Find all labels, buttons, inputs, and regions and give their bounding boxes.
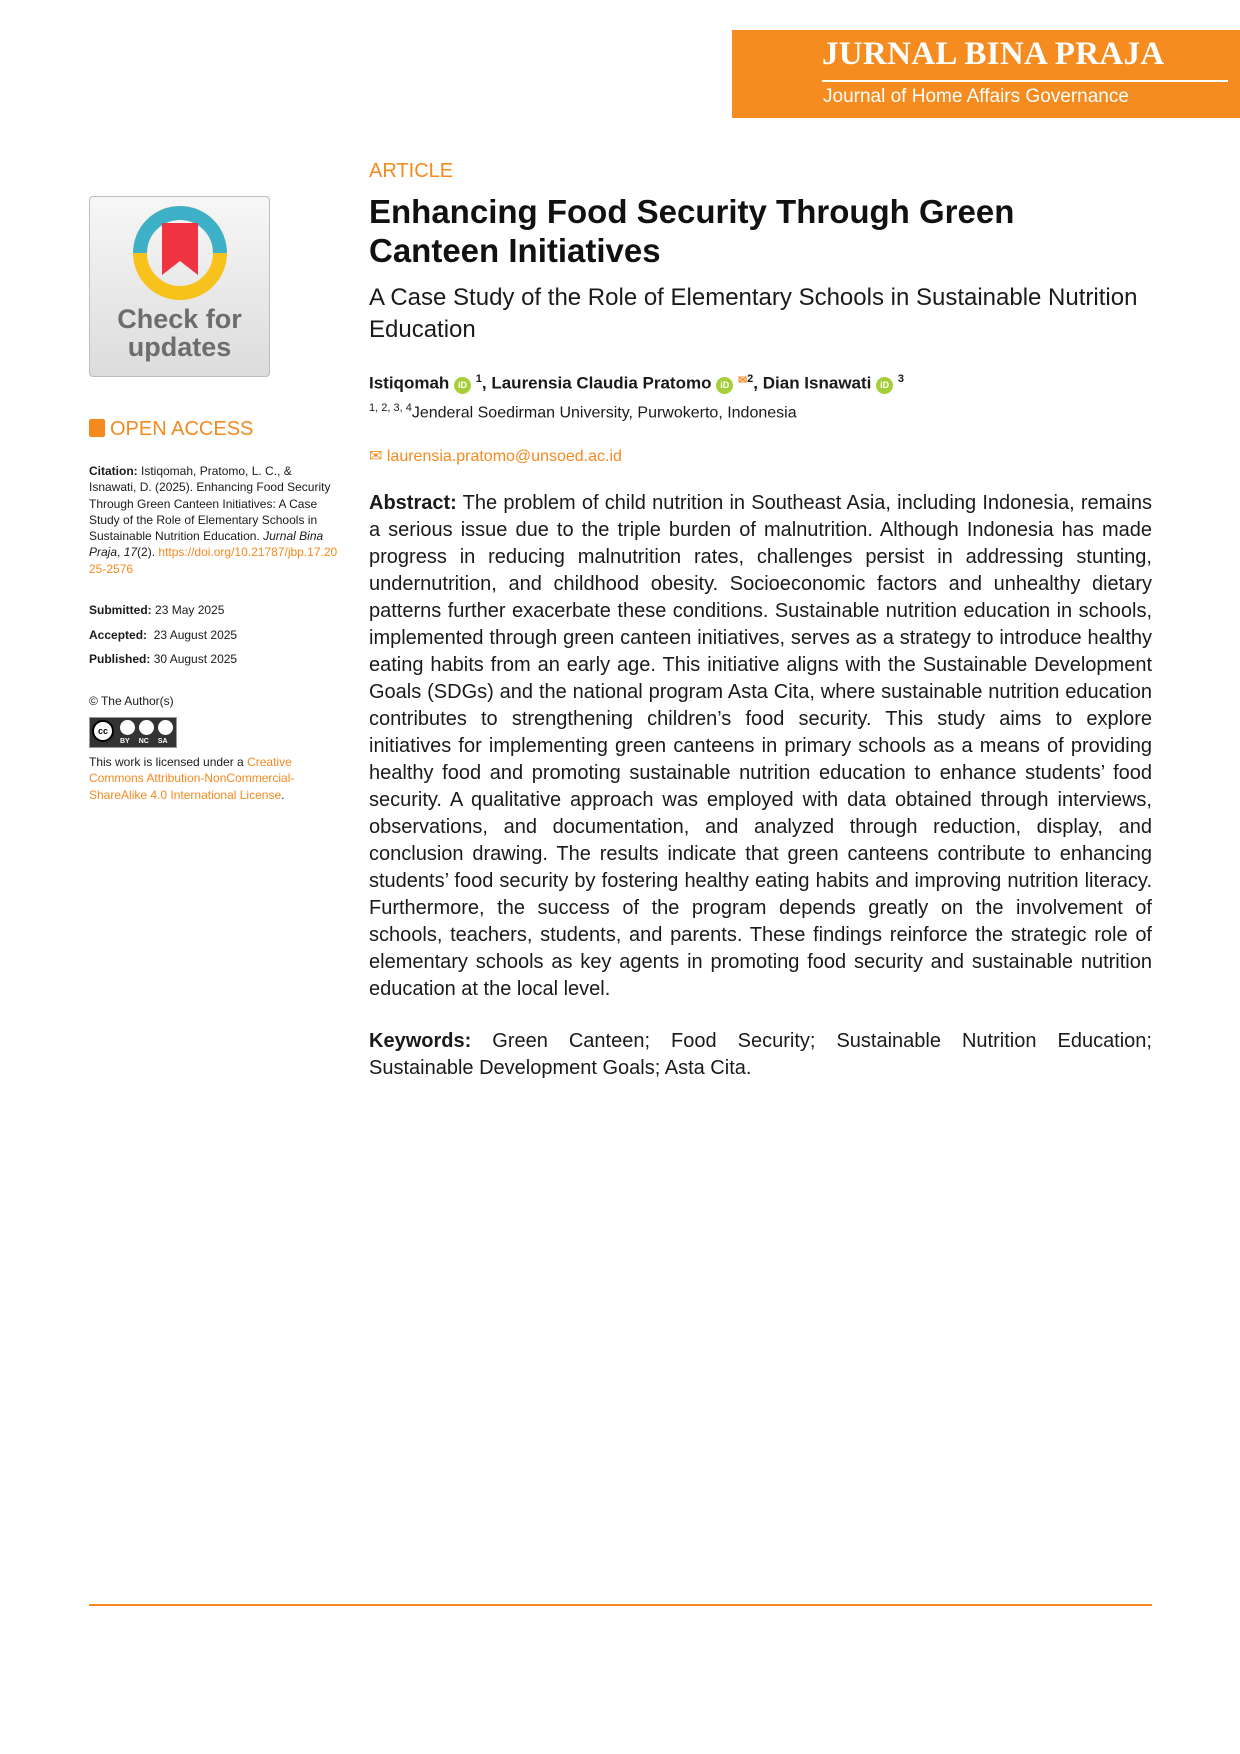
- article-title: Enhancing Food Security Through Green Ca…: [369, 193, 1015, 269]
- copyright: © The Author(s): [89, 694, 174, 708]
- journal-subtitle: Journal of Home Affairs Governance: [823, 86, 1129, 107]
- article-header: ARTICLE Enhancing Food Security Through …: [369, 158, 1152, 1082]
- submitted-date: Submitted: 23 May 2025: [89, 603, 225, 617]
- crossmark-icon: [133, 206, 227, 300]
- orcid-icon[interactable]: iD: [876, 376, 894, 394]
- open-access-label: OPEN ACCESS: [89, 418, 253, 441]
- affiliation: 1, 2, 3, 4Jenderal Soedirman University,…: [369, 401, 797, 421]
- doi-link[interactable]: https://doi.org/10.21787/jbp.17.2025-257…: [89, 545, 338, 576]
- article-subtitle: A Case Study of the Role of Elementary S…: [369, 284, 1138, 343]
- mail-icon: ✉: [369, 447, 383, 465]
- published-date: Published: 30 August 2025: [89, 652, 238, 666]
- journal-banner: JURNAL BINA PRAJA Journal of Home Affair…: [732, 30, 1240, 118]
- orcid-icon[interactable]: iD: [716, 376, 734, 394]
- banner-divider: [822, 80, 1228, 82]
- orcid-icon[interactable]: iD: [454, 376, 472, 394]
- license-link[interactable]: Creative Commons Attribution-NonCommerci…: [89, 755, 295, 802]
- keywords: Keywords: Green Canteen; Food Security; …: [369, 1029, 1152, 1079]
- abstract: Abstract: The problem of child nutrition…: [369, 491, 1152, 1000]
- mail-icon: ✉: [737, 374, 748, 387]
- author-list: Istiqomah iD 1, Laurensia Claudia Pratom…: [369, 373, 904, 394]
- accepted-date: Accepted: 23 August 2025: [89, 628, 238, 642]
- badge-label: Check for updates: [117, 304, 242, 362]
- article-type: ARTICLE: [369, 160, 454, 182]
- check-for-updates-badge[interactable]: Check for updates: [89, 196, 270, 377]
- open-access-icon: [89, 419, 105, 437]
- corresponding-email[interactable]: ✉ laurensia.pratomo@unsoed.ac.id: [369, 447, 622, 465]
- license-text: This work is licensed under a Creative C…: [89, 755, 295, 802]
- citation: Citation: Istiqomah, Pratomo, L. C., & I…: [89, 464, 338, 576]
- footer-divider: [89, 1604, 1152, 1606]
- journal-name: JURNAL BINA PRAJA: [822, 36, 1165, 72]
